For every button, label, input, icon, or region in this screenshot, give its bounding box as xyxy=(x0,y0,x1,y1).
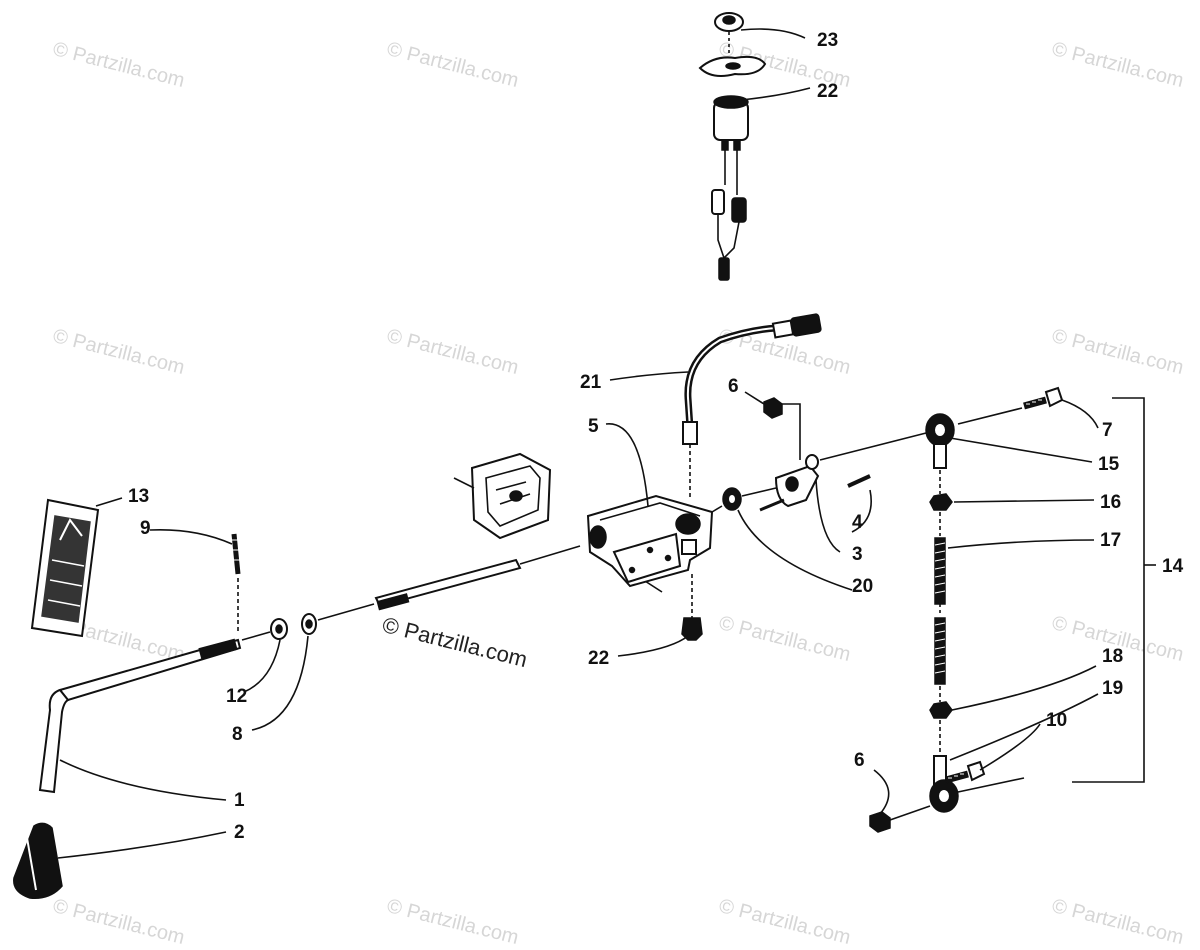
part-15-nut[interactable] xyxy=(929,493,953,511)
part-4-cotter-pin[interactable] xyxy=(847,474,871,488)
callout-13: 14 xyxy=(1162,556,1184,577)
part-22-switch[interactable] xyxy=(711,95,749,281)
callout-4: 4 xyxy=(852,512,863,533)
callout-20: 21 xyxy=(580,372,602,393)
callout-3: 3 xyxy=(852,544,863,565)
callout-15: 16 xyxy=(1100,492,1121,513)
callout-23: 23 xyxy=(817,30,838,51)
part-22-plate[interactable] xyxy=(698,55,767,77)
callout-8: 8 xyxy=(232,724,243,745)
callout-22: 22 xyxy=(817,81,838,102)
callout-6-lower: 6 xyxy=(854,750,865,771)
part-18-rod-end[interactable] xyxy=(929,755,959,813)
callout-17: 18 xyxy=(1102,646,1123,667)
part-6-nut-upper[interactable] xyxy=(763,397,783,419)
part-7-bolt[interactable] xyxy=(1023,386,1064,410)
part-16-rod[interactable] xyxy=(934,537,946,685)
part-1-lever[interactable] xyxy=(38,638,242,794)
callout-18: 19 xyxy=(1102,678,1123,699)
part-17-nut[interactable] xyxy=(929,701,953,719)
callout-14: 15 xyxy=(1098,454,1120,475)
group-bracket-13 xyxy=(1072,397,1145,783)
part-8-washer[interactable] xyxy=(301,613,317,635)
part-21-fitting[interactable] xyxy=(681,574,703,641)
part-11-washer[interactable] xyxy=(270,618,288,640)
callout-16: 17 xyxy=(1100,530,1121,551)
mounting-bracket[interactable] xyxy=(453,452,552,540)
part-6-nut-lower[interactable] xyxy=(869,811,891,833)
part-9-pin[interactable] xyxy=(231,533,244,632)
part-14-rod-end[interactable] xyxy=(925,413,955,469)
callout-21: 22 xyxy=(588,648,609,669)
part-19-bushing[interactable] xyxy=(722,487,742,511)
callout-6-upper: 6 xyxy=(728,376,739,397)
part-23-nut[interactable] xyxy=(714,12,744,32)
part-3-clip[interactable] xyxy=(759,454,820,512)
part-2-knob[interactable] xyxy=(13,822,63,899)
callout-9: 9 xyxy=(140,518,151,539)
callout-11: 12 xyxy=(226,686,247,707)
callout-12: 13 xyxy=(128,486,149,507)
callout-19: 20 xyxy=(852,576,873,597)
part-12-decal[interactable] xyxy=(30,498,100,638)
callout-1: 1 xyxy=(234,790,245,811)
callout-10: 10 xyxy=(1046,710,1067,731)
callout-7: 7 xyxy=(1102,420,1113,441)
callout-5: 5 xyxy=(588,416,599,437)
part-5-housing[interactable] xyxy=(586,494,714,588)
callout-2: 2 xyxy=(234,822,245,843)
shaft[interactable] xyxy=(374,558,522,611)
part-10-bolt[interactable] xyxy=(945,760,986,784)
part-20-sensor[interactable] xyxy=(682,313,822,500)
